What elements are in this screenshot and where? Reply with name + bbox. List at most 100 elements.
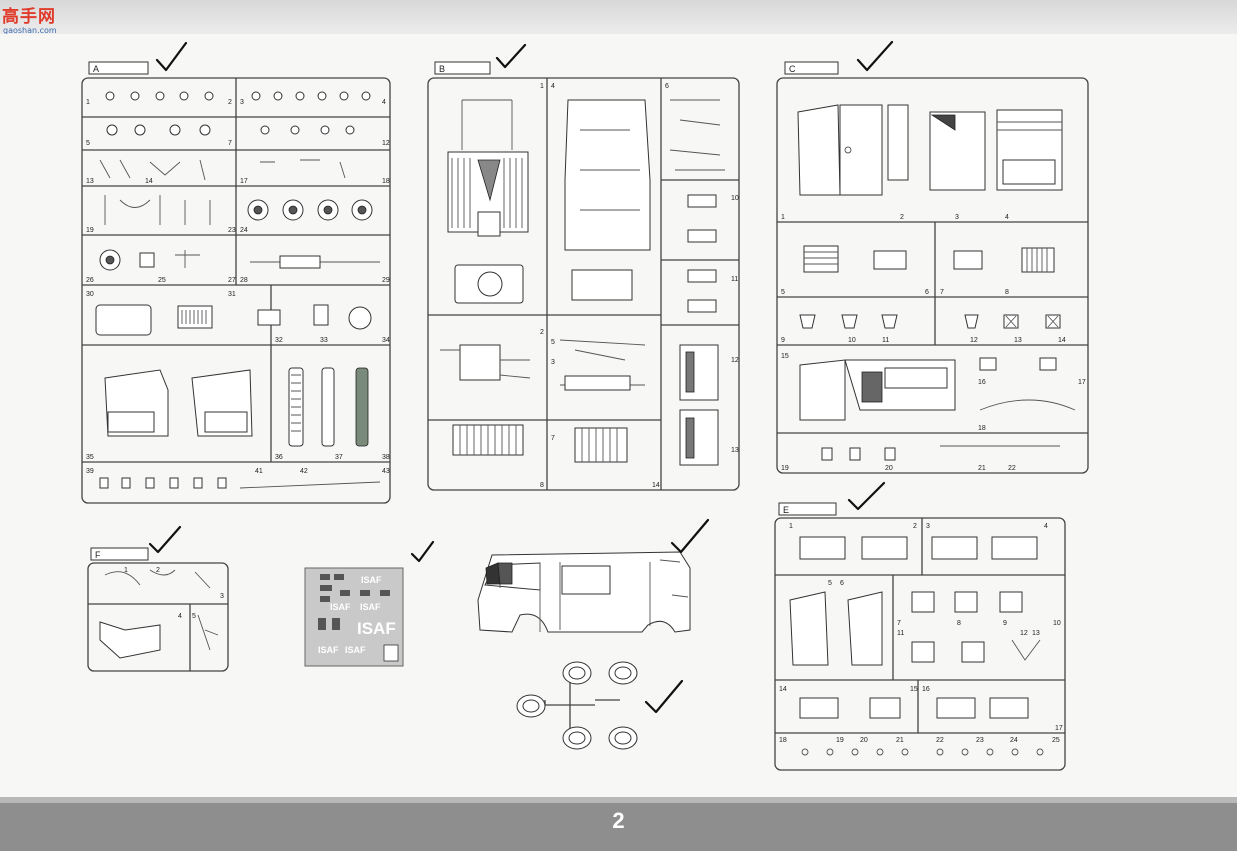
svg-text:34: 34 xyxy=(382,337,390,344)
svg-text:16: 16 xyxy=(922,686,930,693)
svg-text:6: 6 xyxy=(925,289,929,296)
svg-text:10: 10 xyxy=(1053,620,1061,627)
frame-a-check-icon xyxy=(155,41,188,72)
frame-b-check-icon xyxy=(495,43,527,69)
watermark-site-name: 高手网 xyxy=(2,7,56,27)
svg-text:32: 32 xyxy=(275,337,283,344)
svg-text:7: 7 xyxy=(228,140,232,147)
svg-text:1: 1 xyxy=(540,83,544,90)
frame-a: A xyxy=(81,41,391,504)
watermark-url: gaoshan.com xyxy=(3,26,57,35)
svg-text:5: 5 xyxy=(551,339,555,346)
svg-text:18: 18 xyxy=(779,737,787,744)
frame-f-check-icon xyxy=(148,525,182,554)
decal-isaf-6: ISAF xyxy=(345,645,366,655)
svg-text:4: 4 xyxy=(382,99,386,106)
svg-text:14: 14 xyxy=(1058,337,1066,344)
svg-text:5: 5 xyxy=(781,289,785,296)
svg-text:15: 15 xyxy=(781,353,789,360)
decal-check-icon xyxy=(410,540,435,563)
body-check-icon xyxy=(670,518,710,554)
svg-text:16: 16 xyxy=(978,379,986,386)
svg-text:1: 1 xyxy=(781,214,785,221)
svg-text:38: 38 xyxy=(382,454,390,461)
svg-text:29: 29 xyxy=(382,277,390,284)
svg-text:8: 8 xyxy=(1005,289,1009,296)
svg-text:43: 43 xyxy=(382,468,390,475)
svg-text:2: 2 xyxy=(913,523,917,530)
svg-text:20: 20 xyxy=(885,465,893,472)
svg-text:8: 8 xyxy=(957,620,961,627)
svg-text:11: 11 xyxy=(897,630,904,637)
svg-text:8: 8 xyxy=(540,482,544,489)
svg-text:3: 3 xyxy=(240,99,244,106)
svg-text:10: 10 xyxy=(848,337,856,344)
svg-text:9: 9 xyxy=(781,337,785,344)
frame-c-check-icon xyxy=(856,40,894,72)
svg-text:18: 18 xyxy=(382,178,390,185)
frame-e-label: E xyxy=(783,505,789,515)
svg-text:14: 14 xyxy=(145,178,153,185)
van-body xyxy=(477,518,710,633)
svg-text:13: 13 xyxy=(1032,630,1040,637)
svg-text:1: 1 xyxy=(789,523,793,530)
svg-text:31: 31 xyxy=(228,291,236,298)
svg-text:37: 37 xyxy=(335,454,343,461)
svg-text:14: 14 xyxy=(652,482,660,489)
svg-text:30: 30 xyxy=(86,291,94,298)
svg-text:15: 15 xyxy=(910,686,918,693)
svg-text:7: 7 xyxy=(897,620,901,627)
svg-text:17: 17 xyxy=(240,178,248,185)
svg-text:1: 1 xyxy=(124,567,128,574)
svg-text:13: 13 xyxy=(86,178,94,185)
svg-text:3: 3 xyxy=(955,214,959,221)
svg-text:12: 12 xyxy=(970,337,978,344)
frame-c: C xyxy=(776,40,1089,474)
svg-text:5: 5 xyxy=(86,140,90,147)
svg-text:24: 24 xyxy=(1010,737,1018,744)
svg-text:25: 25 xyxy=(158,277,166,284)
svg-text:26: 26 xyxy=(86,277,94,284)
svg-text:4: 4 xyxy=(551,83,555,90)
top-band xyxy=(0,0,1237,34)
svg-text:4: 4 xyxy=(1044,523,1048,530)
svg-text:20: 20 xyxy=(860,737,868,744)
tires-check-icon xyxy=(644,679,684,714)
svg-text:25: 25 xyxy=(1052,737,1060,744)
svg-text:11: 11 xyxy=(731,276,738,283)
svg-text:6: 6 xyxy=(840,580,844,587)
svg-text:23: 23 xyxy=(228,227,236,234)
svg-text:22: 22 xyxy=(1008,465,1016,472)
decal-isaf-5: ISAF xyxy=(318,645,339,655)
frame-f-label: F xyxy=(95,550,101,560)
svg-text:14: 14 xyxy=(779,686,787,693)
svg-text:39: 39 xyxy=(86,468,94,475)
svg-text:12: 12 xyxy=(1020,630,1028,637)
page-number: 2 xyxy=(612,808,625,833)
decal-sheet: ISAF ISAF ISAF ISAF ISAF ISAF xyxy=(304,540,435,667)
svg-text:27: 27 xyxy=(228,277,236,284)
svg-text:21: 21 xyxy=(978,465,986,472)
decal-isaf-4: ISAF xyxy=(357,619,396,638)
decal-isaf-1: ISAF xyxy=(361,575,382,585)
svg-text:33: 33 xyxy=(320,337,328,344)
bottom-band xyxy=(0,797,1237,851)
frame-b-label: B xyxy=(439,64,445,74)
svg-text:12: 12 xyxy=(382,140,390,147)
svg-text:2: 2 xyxy=(228,99,232,106)
watermark-logo: 高手网 gaoshan.com xyxy=(2,2,57,35)
svg-text:17: 17 xyxy=(1078,379,1086,386)
svg-text:41: 41 xyxy=(255,468,263,475)
svg-text:19: 19 xyxy=(86,227,94,234)
svg-text:3: 3 xyxy=(220,593,224,600)
svg-text:5: 5 xyxy=(828,580,832,587)
svg-text:7: 7 xyxy=(940,289,944,296)
svg-text:36: 36 xyxy=(275,454,283,461)
svg-text:19: 19 xyxy=(781,465,789,472)
decal-isaf-3: ISAF xyxy=(360,602,381,612)
svg-text:22: 22 xyxy=(936,737,944,744)
svg-text:23: 23 xyxy=(976,737,984,744)
